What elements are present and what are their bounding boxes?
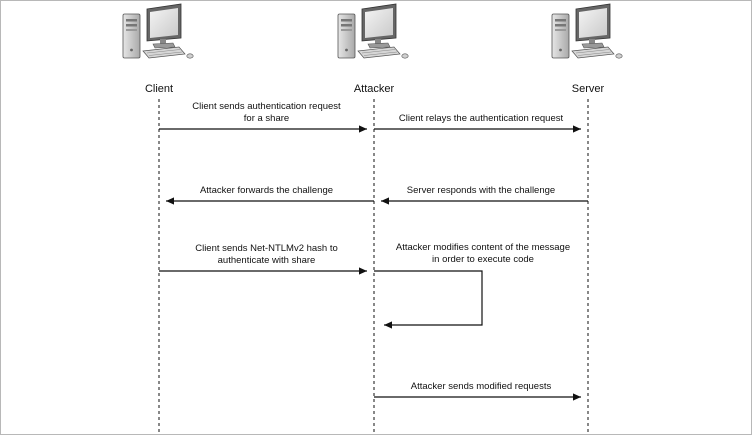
message-7: Attacker sends modified requests bbox=[374, 381, 581, 401]
actor-server: Server bbox=[551, 3, 623, 95]
actor-label-server: Server bbox=[572, 83, 605, 95]
message-label: Attacker sends modified requests bbox=[411, 381, 552, 392]
arrowhead bbox=[359, 125, 367, 133]
actor-attacker: Attacker bbox=[337, 3, 409, 95]
actor-client: Client bbox=[122, 3, 194, 95]
message-label: for a share bbox=[244, 113, 289, 124]
message-2: Client relays the authentication request bbox=[374, 113, 581, 133]
message-5: Client sends Net-NTLMv2 hash toauthentic… bbox=[159, 243, 367, 275]
message-label: Client sends authentication request bbox=[192, 101, 341, 112]
message-label: Server responds with the challenge bbox=[407, 185, 555, 196]
arrowhead bbox=[573, 393, 581, 401]
self-message-line bbox=[374, 270, 483, 326]
message-label: in order to execute code bbox=[432, 254, 534, 265]
message-label: Client relays the authentication request bbox=[399, 113, 564, 124]
message-4: Server responds with the challenge bbox=[381, 185, 588, 205]
actor-label-client: Client bbox=[145, 83, 173, 95]
actor-label-attacker: Attacker bbox=[354, 83, 395, 95]
arrowhead bbox=[166, 197, 174, 205]
message-3: Attacker forwards the challenge bbox=[166, 185, 374, 205]
arrowhead bbox=[384, 321, 392, 329]
message-label: Attacker modifies content of the message bbox=[396, 242, 570, 253]
arrowhead bbox=[381, 197, 389, 205]
message-label: Client sends Net-NTLMv2 hash to bbox=[195, 243, 338, 254]
arrowhead bbox=[573, 125, 581, 133]
message-label: Attacker forwards the challenge bbox=[200, 185, 333, 196]
arrowhead bbox=[359, 267, 367, 275]
message-6: Attacker modifies content of the message… bbox=[374, 242, 570, 329]
message-label: authenticate with share bbox=[218, 255, 316, 266]
